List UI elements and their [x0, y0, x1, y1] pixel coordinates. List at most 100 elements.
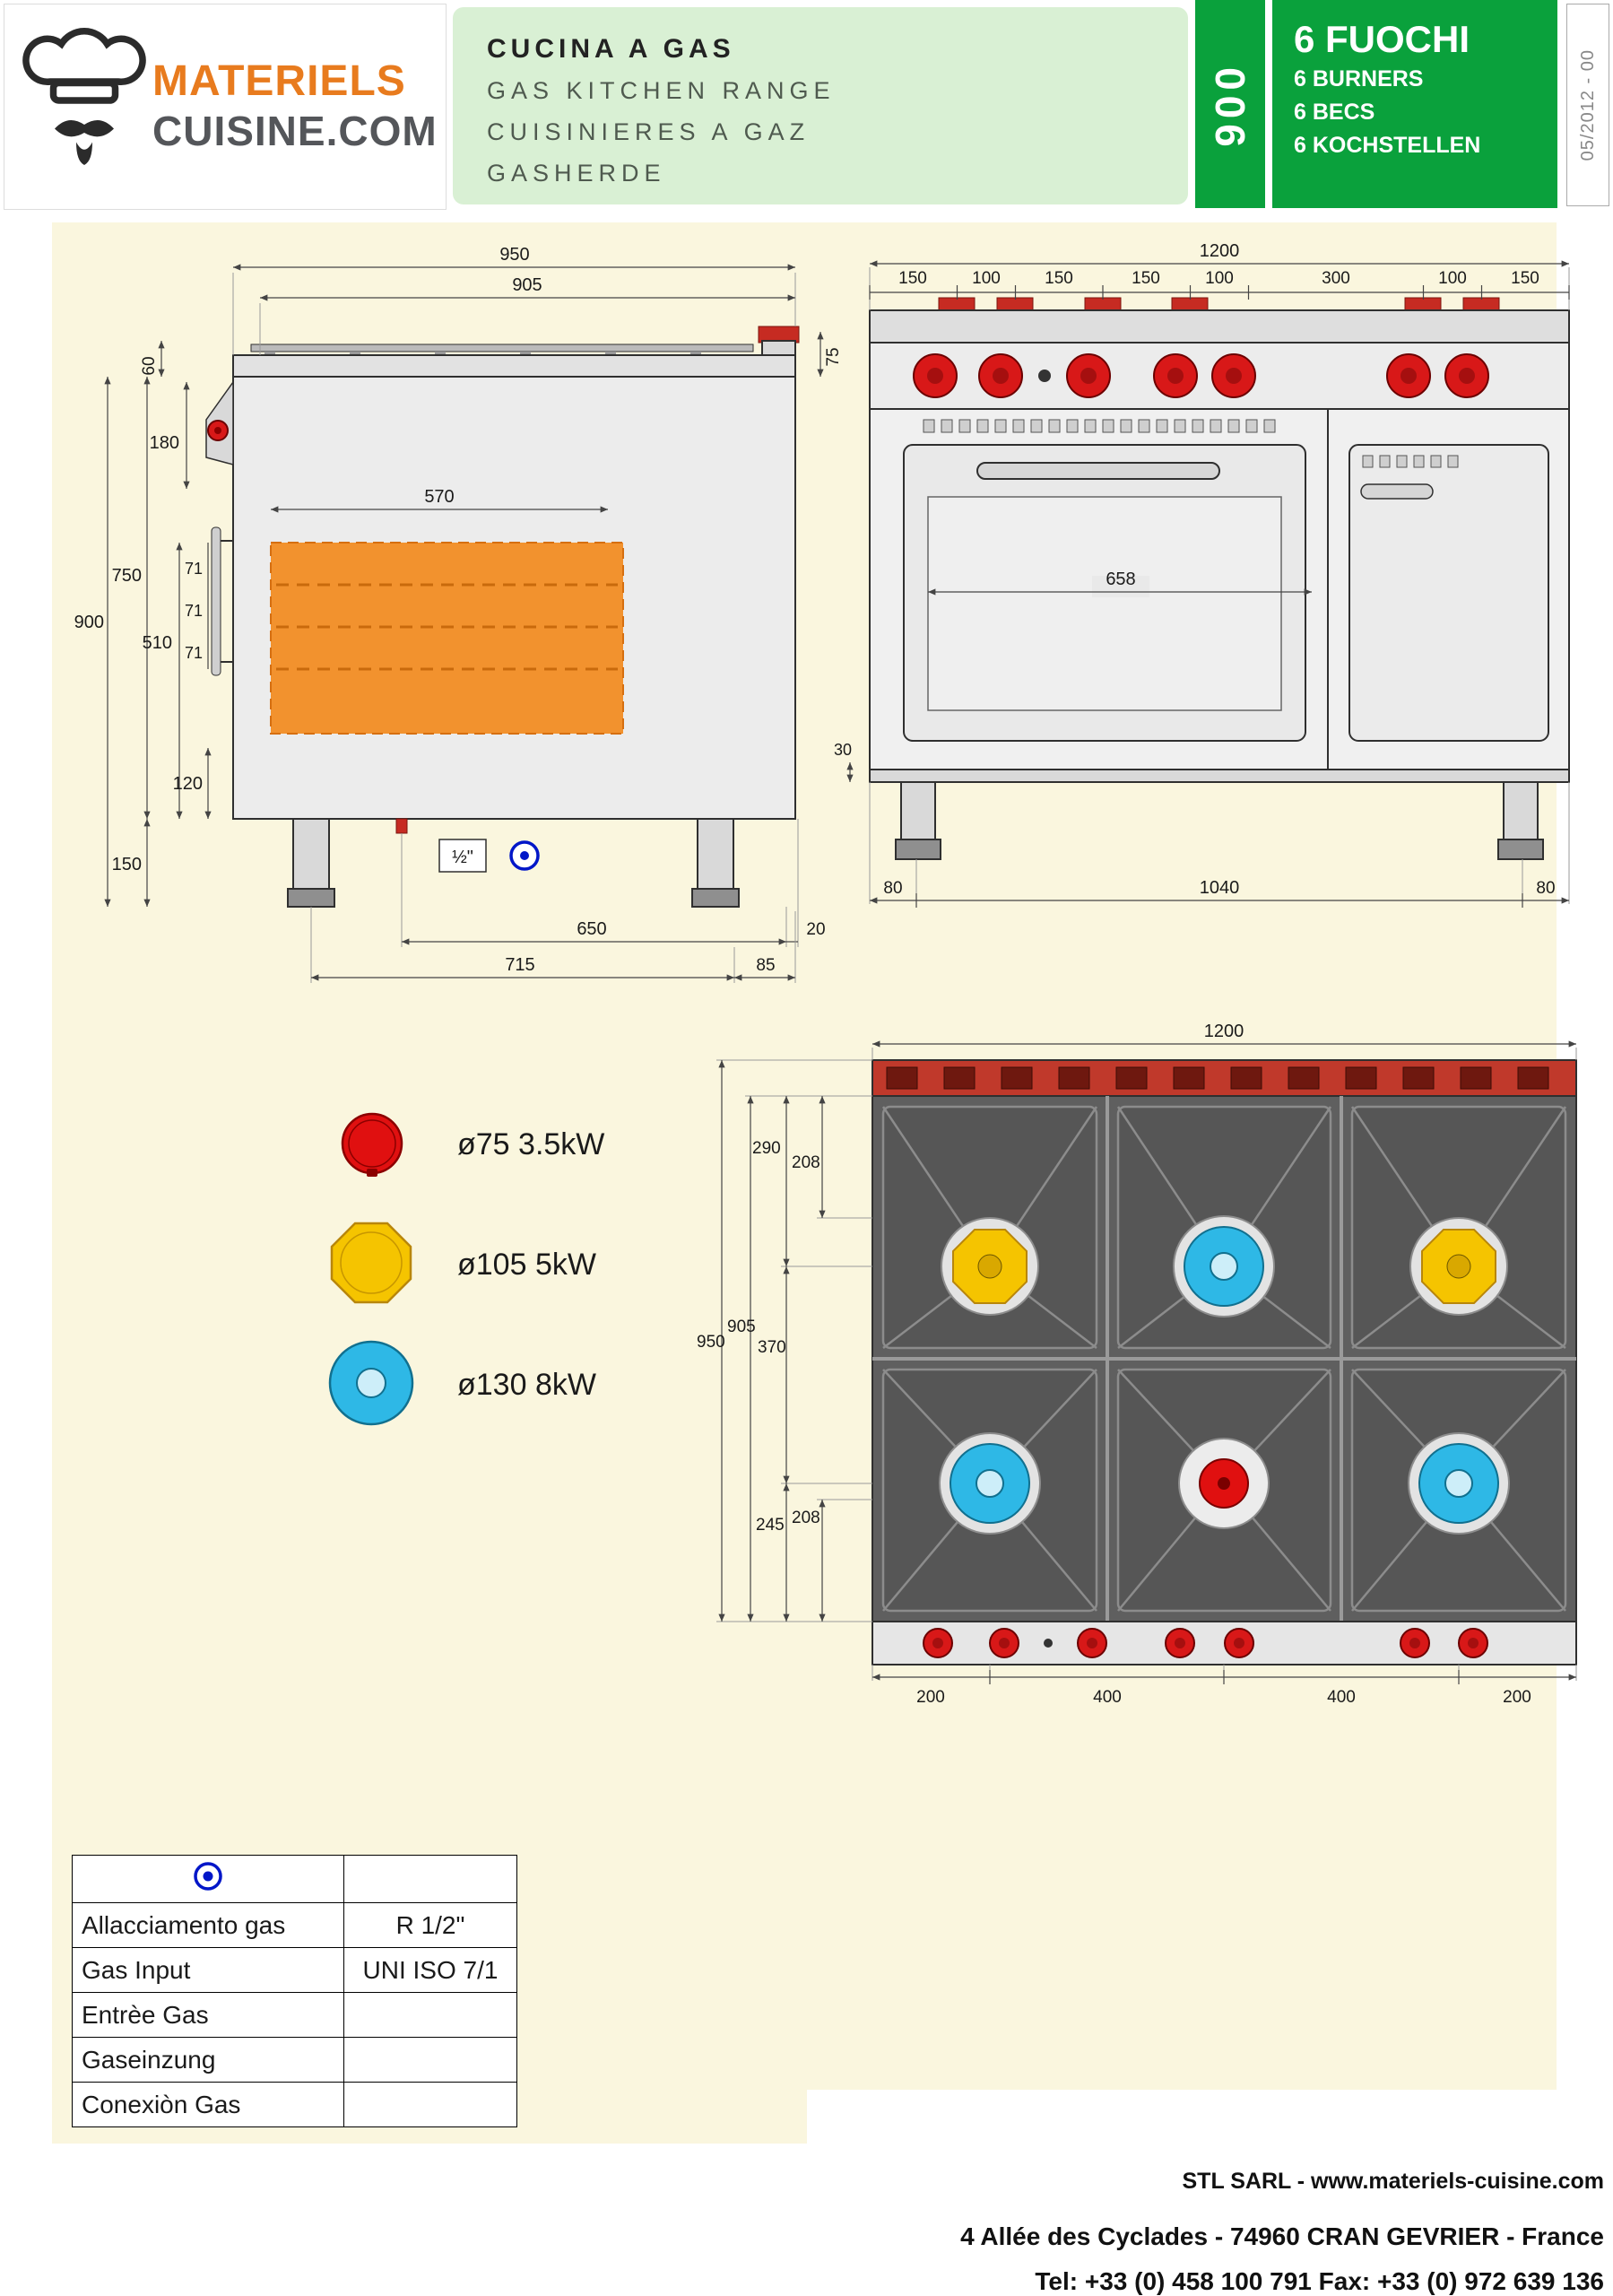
dim-label: 905	[727, 1318, 756, 1336]
dim-label: 75	[824, 347, 843, 366]
legend-burner-105: ø105 5kW	[330, 1222, 596, 1304]
gas-label-fr: Entrèe Gas	[72, 1992, 344, 2038]
legend-label: ø75 3.5kW	[457, 1127, 604, 1161]
legend-label: ø130 8kW	[457, 1368, 596, 1402]
footer-address: 4 Allée des Cyclades - 74960 CRAN GEVRIE…	[960, 2222, 1604, 2250]
gas-label-de: Gaseinzung	[72, 2037, 344, 2083]
product-title-de: GASHERDE	[487, 160, 666, 187]
product-title-box: CUCINA A GAS GAS KITCHEN RANGE CUISINIER…	[453, 7, 1188, 204]
side-view-drawing: ½" 950 905 60 75 180 570 750 900 510	[74, 245, 843, 983]
dim-label: 950	[499, 245, 529, 265]
dim-label: 80	[1536, 879, 1555, 898]
top-view-drawing: 1200 950 905 290 370 245 208 208 200 400	[697, 1022, 1577, 1707]
footer-company: STL SARL - www.materiels-cuisine.com	[1182, 2169, 1605, 2194]
footer-panel	[807, 2090, 1613, 2296]
dim-label: 245	[756, 1516, 785, 1535]
revision-label: 05/2012 - 00	[1577, 48, 1598, 161]
chef-hat-icon	[22, 28, 146, 165]
empty-cell	[343, 1855, 517, 1903]
empty-cell	[343, 2037, 517, 2083]
oven-handle	[976, 462, 1220, 480]
empty-cell	[343, 2082, 517, 2127]
dim-label: 1200	[1200, 241, 1240, 261]
oven-handle-side	[211, 526, 221, 676]
burner-legend: ø75 3.5kW ø105 5kW ø130 8kW	[328, 1112, 604, 1426]
dim-label: 180	[150, 433, 179, 453]
dim-label: 570	[424, 487, 454, 507]
dim-label: 650	[577, 919, 606, 939]
control-knobs	[913, 353, 1489, 398]
dim-label: 20	[806, 920, 825, 939]
series-number: 900	[1207, 61, 1253, 147]
series-badge: 900	[1195, 0, 1265, 208]
burner-blue-1	[1173, 1215, 1275, 1318]
burner-blue-2	[939, 1432, 1041, 1535]
burner-red-1	[1178, 1438, 1270, 1529]
dim-label: 950	[697, 1333, 725, 1352]
footer-phone: Tel: +33 (0) 458 100 791 Fax: +33 (0) 97…	[1035, 2267, 1604, 2295]
dim-label: 658	[1106, 570, 1135, 589]
dim-label: 150	[112, 855, 142, 874]
dim-label: 750	[112, 566, 142, 586]
gas-target-icon	[194, 1861, 222, 1891]
dim-label: 100	[972, 269, 1001, 288]
dim-label: 120	[173, 774, 203, 794]
dim-label: 510	[143, 633, 172, 653]
brand-logo: MATERIELS CUISINE.COM	[4, 4, 447, 210]
dim-label: 100	[1438, 269, 1467, 288]
brand-word-1: MATERIELS	[152, 57, 406, 105]
dim-label: 100	[1205, 269, 1234, 288]
dim-label: 905	[512, 275, 542, 295]
dim-label: 150	[1132, 269, 1160, 288]
cabinet-vent-slots	[1362, 455, 1459, 468]
legend-burner-130: ø130 8kW	[328, 1340, 596, 1426]
dim-label: 208	[792, 1153, 820, 1172]
side-cabinet-door	[1349, 444, 1549, 742]
burner-yellow-2	[1409, 1217, 1508, 1316]
side-view-dimensions: 950 905 60 75 180 570 750 900 510 71 71 …	[74, 245, 843, 983]
burner-yellow-1	[941, 1217, 1039, 1316]
product-title-en: GAS KITCHEN RANGE	[487, 77, 836, 104]
dim-label: 71	[185, 602, 203, 620]
dim-label: 60	[140, 356, 159, 375]
dim-label: 80	[883, 879, 902, 898]
gas-label-es: Conexiòn Gas	[72, 2082, 344, 2127]
gas-connection-marker: ½"	[438, 839, 540, 873]
dim-label: 150	[1511, 269, 1539, 288]
burners-sub-en: 6 BURNERS	[1294, 66, 1424, 91]
dim-label: 1040	[1200, 878, 1240, 898]
front-view-drawing: 1200 150 100 150 150 100 300 100 150 658…	[834, 241, 1570, 908]
revision-box: 05/2012 - 00	[1566, 4, 1609, 206]
dim-label: 200	[916, 1688, 945, 1707]
dim-label: 208	[792, 1509, 820, 1527]
cabinet-handle	[1360, 483, 1434, 500]
gas-label-en: Gas Input	[72, 1947, 344, 1993]
oven-cavity	[270, 542, 624, 735]
top-view-machine	[872, 1059, 1577, 1665]
gas-inlet-pipe	[395, 818, 408, 834]
dim-label: 370	[758, 1338, 786, 1357]
burners-sub-fr: 6 BECS	[1294, 100, 1375, 125]
dim-label: 71	[185, 644, 203, 662]
dim-label: 400	[1327, 1688, 1356, 1707]
burners-title: 6 FUOCHI	[1294, 18, 1470, 60]
top-knobs	[923, 1628, 1488, 1658]
burner-blue-3	[1408, 1432, 1510, 1535]
dim-label: 1200	[1204, 1022, 1244, 1041]
gas-connection-table: Allacciamento gas R 1/2" Gas Input UNI I…	[72, 1855, 517, 2127]
oven-vent-slots	[923, 419, 1276, 433]
dim-label: 150	[1045, 269, 1073, 288]
dim-label: 71	[185, 560, 203, 578]
dim-label: 200	[1503, 1688, 1531, 1707]
dim-label: 150	[898, 269, 927, 288]
dim-label: 715	[505, 955, 534, 975]
empty-cell	[343, 1992, 517, 2038]
pilot-dot	[1038, 370, 1051, 382]
gas-label-it: Allacciamento gas	[72, 1902, 344, 1948]
front-view-machine	[869, 297, 1570, 860]
product-title-it: CUCINA A GAS	[487, 34, 735, 64]
legend-label: ø105 5kW	[457, 1248, 596, 1282]
front-view-dimensions: 1200 150 100 150 150 100 300 100 150 658…	[834, 241, 1570, 908]
gas-value-thread: R 1/2"	[343, 1902, 517, 1948]
